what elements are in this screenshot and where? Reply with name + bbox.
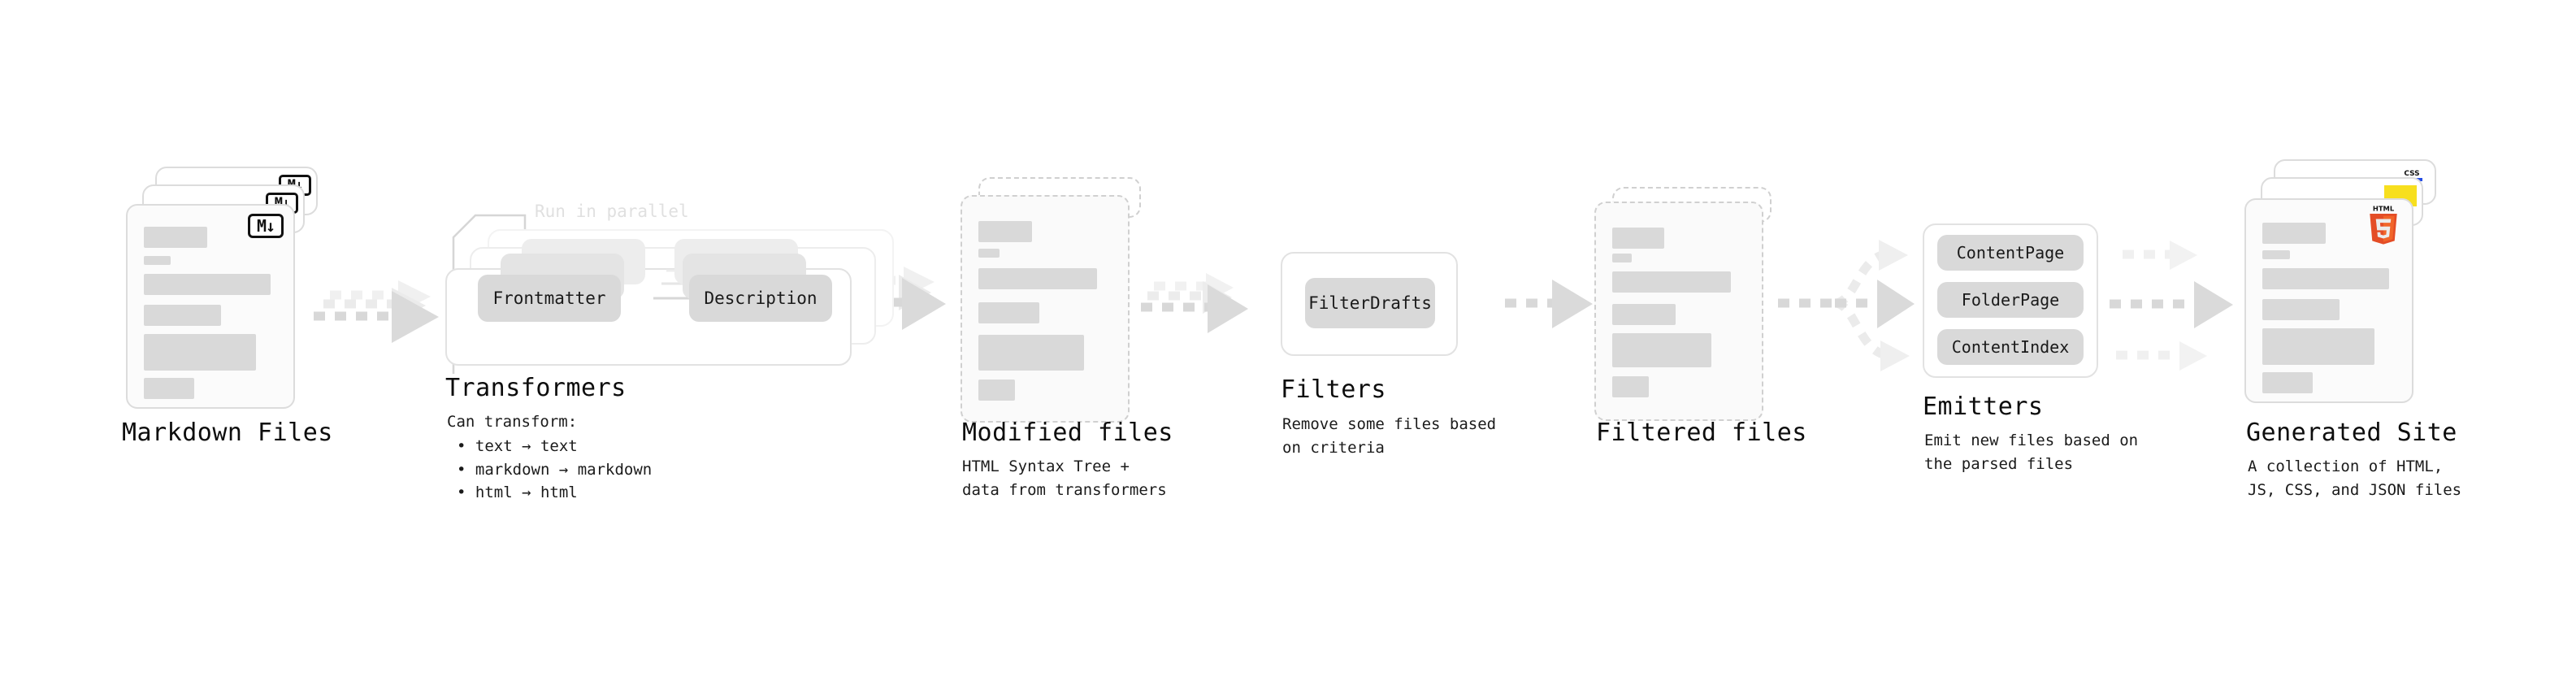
markdown-logo-icon: M↓: [248, 214, 284, 238]
transformers-bullet-0: • text → text: [457, 437, 578, 455]
run-in-parallel-label: Run in parallel: [535, 202, 689, 221]
filtered-card-front: [1594, 202, 1763, 421]
svg-text:CSS: CSS: [2404, 170, 2419, 178]
transformers-subtitle: Can transform:: [447, 413, 578, 431]
modified-card-front: [961, 195, 1130, 423]
modified-files-subtitle: HTML Syntax Tree + data from transformer…: [962, 458, 1167, 499]
generated-site-subtitle: A collection of HTML, JS, CSS, and JSON …: [2248, 458, 2462, 499]
transformers-bullet-2: • html → html: [457, 484, 578, 501]
emitters-title: Emitters: [1923, 393, 2044, 421]
filter-pill-filterdrafts[interactable]: FilterDrafts: [1305, 278, 1435, 328]
transformers-title: Transformers: [445, 374, 627, 402]
connector-modified-to-filters: [1141, 273, 1248, 333]
emitter-pill-folderpage[interactable]: FolderPage: [1937, 282, 2084, 318]
connector-emitters-to-site: [2110, 241, 2233, 371]
markdown-files-title: Markdown Files: [122, 419, 333, 447]
filters-subtitle: Remove some files based on criteria: [1282, 415, 1497, 457]
emitters-subtitle: Emit new files based on the parsed files: [1924, 432, 2139, 473]
transformers-bullet-list: • text → text • markdown → markdown • ht…: [457, 435, 652, 505]
connector-markdown-to-transformers: [314, 280, 439, 343]
html5-icon: HTML: [2370, 204, 2397, 245]
markdown-card-front: [126, 204, 295, 409]
filters-title: Filters: [1281, 375, 1386, 404]
emitter-pill-contentpage[interactable]: ContentPage: [1937, 235, 2084, 271]
filtered-files-title: Filtered files: [1596, 419, 1807, 447]
transformer-pill-description[interactable]: Description: [689, 275, 832, 322]
modified-files-title: Modified files: [962, 419, 1173, 447]
transformers-bullet-1: • markdown → markdown: [457, 460, 653, 479]
connector-filters-to-filtered: [1505, 280, 1593, 328]
transformer-pill-frontmatter[interactable]: Frontmatter: [478, 275, 621, 322]
generated-site-title: Generated Site: [2246, 419, 2457, 447]
svg-text:HTML: HTML: [2373, 204, 2395, 212]
connector-filtered-to-emitters: [1778, 240, 1915, 371]
emitter-pill-contentindex[interactable]: ContentIndex: [1937, 329, 2084, 365]
